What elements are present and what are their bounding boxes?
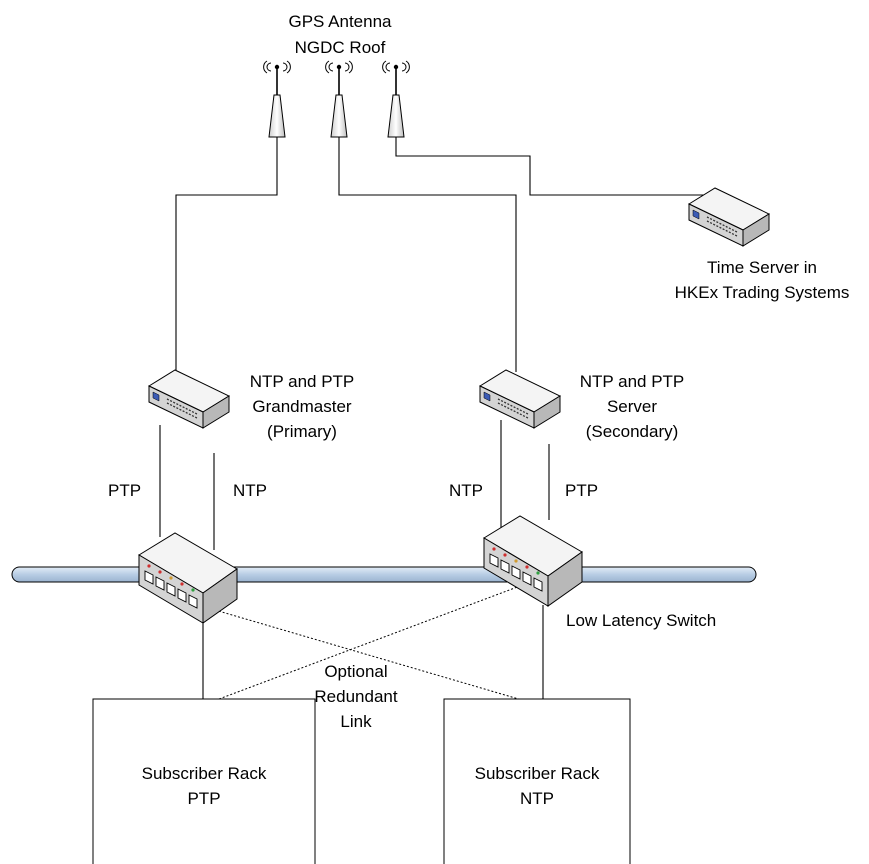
network-backbone [11, 566, 757, 583]
rack-ntp-label-line2: NTP [520, 789, 554, 808]
timeserver-gps-cable [395, 134, 717, 196]
secondary-gps-cable [338, 134, 517, 372]
optional-label-line3: Link [340, 712, 372, 731]
rack-ptp-label-line1: Subscriber Rack [142, 764, 267, 783]
subscriber-rack-ptp [92, 698, 316, 864]
right-ptp-label: PTP [565, 481, 598, 500]
time-server-label-line2: HKEx Trading Systems [675, 283, 850, 302]
secondary-label-line3: (Secondary) [586, 422, 679, 441]
antenna-title-line1: GPS Antenna [288, 12, 392, 31]
primary-grandmaster-icon [148, 369, 230, 429]
switch-label: Low Latency Switch [566, 611, 716, 630]
redundant-link-right-switch [218, 582, 529, 700]
left-ptp-label: PTP [108, 481, 141, 500]
redundant-link-left-switch [214, 609, 523, 701]
rack-ntp-label-line1: Subscriber Rack [475, 764, 600, 783]
gps-antenna-1-icon [262, 60, 292, 138]
antenna-title-line2: NGDC Roof [295, 38, 386, 57]
switch-primary-icon [138, 532, 238, 624]
primary-gps-cable [175, 134, 278, 370]
optional-label-line1: Optional [324, 662, 387, 681]
gps-antenna-3-icon [381, 60, 411, 138]
rack-ptp-label-line2: PTP [187, 789, 220, 808]
time-server-label-line1: Time Server in [707, 258, 817, 277]
primary-label-line3: (Primary) [267, 422, 337, 441]
left-ntp-label: NTP [233, 481, 267, 500]
optional-label-line2: Redundant [314, 687, 397, 706]
switch-secondary-icon [483, 515, 583, 607]
gps-antenna-2-icon [324, 60, 354, 138]
subscriber-rack-ntp [443, 698, 631, 864]
secondary-label-line2: Server [607, 397, 657, 416]
primary-label-line1: NTP and PTP [250, 372, 355, 391]
right-ntp-label: NTP [449, 481, 483, 500]
time-server-icon [688, 187, 770, 247]
secondary-label-line1: NTP and PTP [580, 372, 685, 391]
secondary-server-icon [479, 369, 561, 429]
primary-label-line2: Grandmaster [252, 397, 352, 416]
